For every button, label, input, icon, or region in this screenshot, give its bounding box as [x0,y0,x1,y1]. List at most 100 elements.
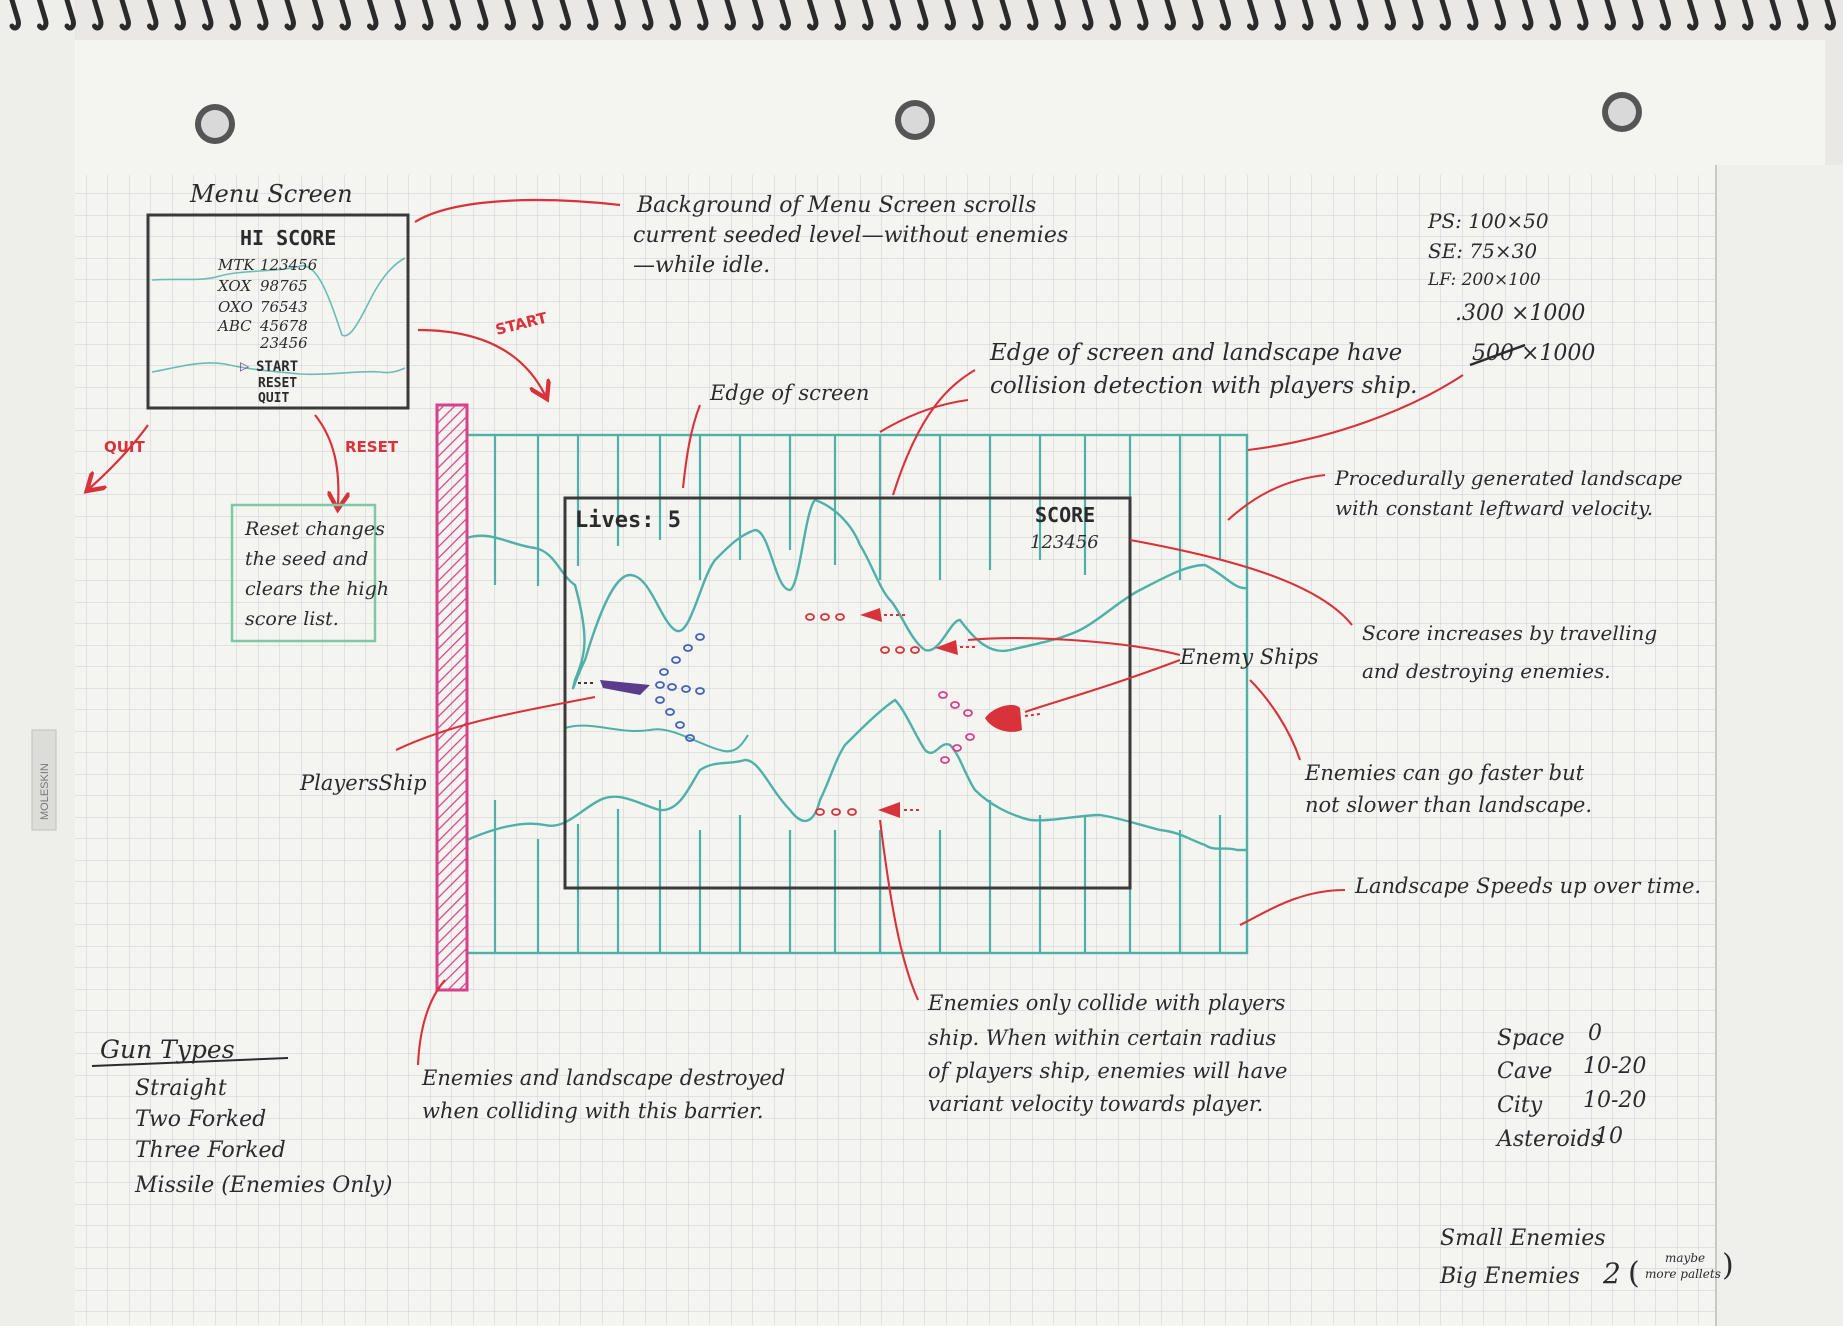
collision-note-line: collision detection with players ship. [990,373,1418,399]
spiral-coil [1604,0,1616,31]
spiral-coil [1192,0,1204,31]
big-enemies-count: 2 [1602,1257,1621,1290]
spiral-coil [147,0,159,31]
level-value: 10-20 [1583,1088,1646,1113]
hud-score-label: SCORE [1035,503,1095,527]
hiscore-value: 123456 [260,256,318,274]
spiral-coil [1769,0,1781,31]
small-enemies-label: Small Enemies [1440,1226,1606,1251]
menu-item-quit: QUIT [258,391,289,406]
enemy-ship-icon [935,640,958,655]
spiral-coil [1384,0,1396,31]
ceiling-contour [466,498,1248,690]
procedural-note: Procedurally generated landscape with co… [1334,466,1683,520]
spiral-coil [1742,0,1754,31]
dimension-lf: LF: 200×100 [1427,270,1541,290]
hiscore-value: 98765 [260,277,308,295]
spiral-coil [1082,0,1094,31]
spiral-coil [1632,0,1644,31]
procedural-note-line: Procedurally generated landscape [1334,466,1683,490]
spiral-coil [1137,0,1149,31]
spiral-coil [587,0,599,31]
level-value: 0 [1588,1021,1602,1046]
menu-item-reset: RESET [258,376,297,391]
spiral-coil [834,0,846,31]
procedural-note-line: with constant leftward velocity. [1335,496,1653,520]
spiral-coil [394,0,406,31]
spiral-coil [477,0,489,31]
enemy-ship-icon [860,608,882,622]
punched-holes [195,92,1642,144]
spiral-coil [697,0,709,31]
players-ship-label: PlayersShip [299,771,427,795]
spiral-coil [1274,0,1286,31]
spiral-coil [1549,0,1561,31]
gun-type-item: Three Forked [135,1138,286,1163]
edge-of-screen-note: Edge of screen [709,381,869,405]
spiral-coil [1219,0,1231,31]
enemy-ships [805,608,1041,818]
enemy-collide-note-line: Enemies only collide with players [927,991,1286,1015]
level-name: Asteroids [1495,1127,1602,1152]
reset-note-line: score list. [245,608,339,630]
enemy-speed-note: Enemies can go faster but not slower tha… [1304,761,1592,817]
barrier-note-line: Enemies and landscape destroyed [421,1066,785,1090]
spiral-coil [9,0,21,31]
flow-arrows [90,198,621,505]
hud-lives: Lives: 5 [575,508,681,533]
spiral-coil [37,0,49,31]
level-value: 10 [1595,1124,1623,1149]
hiscore-name: ABC [216,317,252,335]
game-screen-frame [563,496,1132,890]
annotation-pointers [395,369,1464,1066]
reset-note-line: clears the high [245,578,389,600]
cave-floor-contour [564,724,749,753]
spiral-coil [1412,0,1424,31]
spiral-coil [339,0,351,31]
level-value: 10-20 [1583,1054,1646,1079]
level-name: Space [1497,1026,1565,1051]
paren-open: ( [1628,1256,1640,1291]
left-barrier [435,403,469,992]
spiral-coil [862,0,874,31]
spiral-coil [532,0,544,31]
brand-label: MOLESKIN [39,763,51,820]
spiral-coil [642,0,654,31]
spiral-coil [1247,0,1259,31]
spiral-coil [669,0,681,31]
spiral-coil [1824,0,1836,31]
menu-landscape-top [151,257,406,337]
enemy-ship-big [938,691,1041,764]
enemy-collide-note-line: variant velocity towards player. [928,1092,1263,1116]
big-enemies-label: Big Enemies [1439,1264,1580,1289]
hiscore-name: OXO [218,298,253,316]
spiral-coil [1797,0,1809,31]
enemy-ship-icon [985,705,1022,732]
spiral-coil [92,0,104,31]
spiral-coil [174,0,186,31]
spiral-coil [1714,0,1726,31]
menu-items: ▷ START RESET QUIT [240,359,298,406]
menu-landscape-bottom [151,362,406,376]
barrier-note: Enemies and landscape destroyed when col… [421,1066,785,1123]
spiral-coil [807,0,819,31]
background-note: Background of Menu Screen scrolls curren… [633,193,1068,278]
flow-label-reset: RESET [345,438,399,456]
spiral-coil [1054,0,1066,31]
score-note: Score increases by travelling and destro… [1362,621,1657,683]
enemy-speed-note-line: Enemies can go faster but [1304,761,1585,785]
spiral-coil [119,0,131,31]
spiral-binding [9,0,1836,31]
spiral-coil [1164,0,1176,31]
hiscore-value: 45678 [259,317,308,335]
spiral-coil [1577,0,1589,31]
spiral-coil [917,0,929,31]
background-note-line: Background of Menu Screen scrolls [636,193,1036,218]
enemy-collide-note-line: of players ship, enemies will have [928,1059,1287,1083]
spiral-coil [284,0,296,31]
landscape-speedup-note: Landscape Speeds up over time. [1354,874,1701,898]
score-note-line: and destroying enemies. [1362,659,1611,683]
reset-note-line: the seed and [245,548,368,570]
score-note-line: Score increases by travelling [1362,621,1657,645]
